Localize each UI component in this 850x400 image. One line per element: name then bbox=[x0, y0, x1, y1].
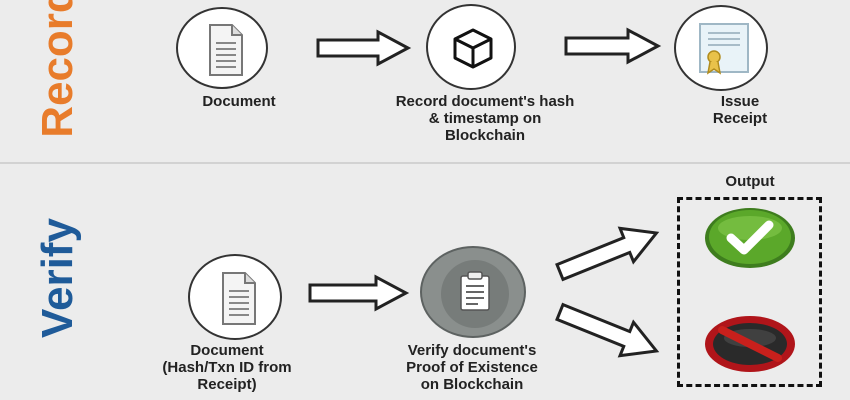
document-icon bbox=[222, 272, 256, 325]
output-box bbox=[677, 197, 822, 387]
prohibited-icon bbox=[705, 316, 795, 372]
clipboard-icon bbox=[441, 260, 509, 328]
success-arrow bbox=[555, 226, 660, 282]
verify-section-label: Verify bbox=[33, 218, 82, 338]
checkmark-icon bbox=[705, 208, 795, 268]
certificate-receipt-icon bbox=[699, 23, 749, 75]
flow-arrow bbox=[564, 27, 662, 65]
verify-blockchain-node bbox=[420, 246, 526, 338]
record-document-node bbox=[176, 7, 268, 89]
caption-line: Proof of Existence bbox=[406, 359, 538, 376]
flow-arrow bbox=[316, 29, 412, 67]
failure-arrow bbox=[555, 302, 660, 358]
caption-line: Document bbox=[190, 342, 264, 359]
verify-document-caption: Document (Hash/Txn ID from Receipt) bbox=[162, 342, 291, 393]
caption-line: Document bbox=[202, 93, 276, 110]
section-divider bbox=[0, 162, 850, 164]
record-receipt-caption: Issue Receipt bbox=[713, 93, 767, 127]
caption-line: on Blockchain bbox=[420, 376, 524, 393]
verify-document-node bbox=[188, 254, 282, 340]
record-receipt-node bbox=[674, 5, 768, 91]
record-blockchain-node bbox=[426, 4, 516, 90]
document-icon bbox=[209, 24, 243, 76]
caption-line: Receipt bbox=[712, 110, 768, 127]
blockchain-cube-icon bbox=[453, 28, 493, 69]
verify-blockchain-caption: Verify document's Proof of Existence on … bbox=[406, 342, 538, 393]
record-section-label: Record bbox=[33, 0, 82, 138]
record-document-caption: Document bbox=[202, 93, 275, 110]
caption-line: Issue bbox=[720, 93, 760, 110]
caption-line: Verify document's bbox=[407, 342, 537, 359]
caption-line: Blockchain bbox=[444, 127, 526, 144]
flow-arrow bbox=[308, 274, 410, 312]
caption-line: (Hash/Txn ID from bbox=[162, 359, 292, 376]
output-title: Output bbox=[725, 173, 775, 190]
caption-line: Receipt) bbox=[197, 376, 257, 393]
caption-line: Record document's hash bbox=[395, 93, 575, 110]
record-blockchain-caption: Record document's hash & timestamp on Bl… bbox=[396, 93, 575, 144]
caption-line: & timestamp on bbox=[428, 110, 542, 127]
